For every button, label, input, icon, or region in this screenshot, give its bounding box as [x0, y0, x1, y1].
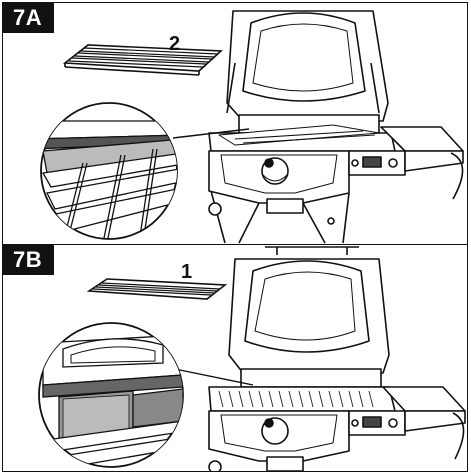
step-tag-7a: 7A [3, 3, 55, 33]
callout-leader [172, 128, 250, 139]
detail-callout-grate-rail [40, 102, 178, 240]
grill-open-lid [226, 10, 389, 134]
panel-7b-illustration [38, 246, 466, 471]
step-tag-7b: 7B [3, 245, 55, 275]
step-number-1: 1 [181, 261, 193, 283]
cooking-grate-removed [62, 44, 223, 76]
panel-7a-illustration [40, 10, 464, 244]
cooking-grate-removed [86, 278, 228, 300]
step-number-2: 2 [169, 33, 181, 55]
grill-body [208, 386, 466, 471]
detail-callout-grate-rail [38, 322, 184, 468]
panel-7b: 7B 1 [2, 244, 468, 472]
grill-body [208, 124, 464, 244]
panel-7a: 7A 2 [2, 2, 468, 245]
callout-leader [174, 368, 254, 386]
grill-open-lid [228, 246, 390, 388]
